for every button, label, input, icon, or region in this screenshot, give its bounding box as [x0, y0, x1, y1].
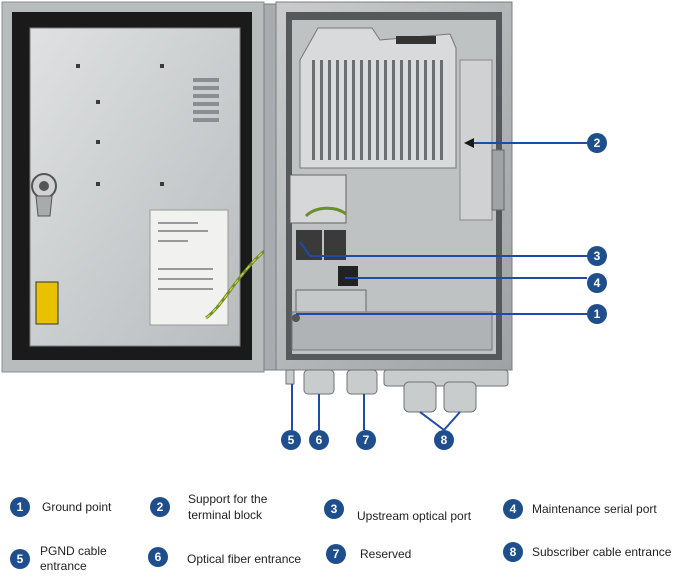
- callout-1: 1: [587, 304, 607, 324]
- legend-number: 1: [10, 497, 30, 517]
- callout-2: 2: [587, 133, 607, 153]
- legend-number: 5: [10, 549, 30, 569]
- legend-item-8: 8 Subscriber cable entrance: [503, 542, 671, 562]
- legend-item-2: 2 Support for the terminal block: [150, 491, 293, 523]
- legend-item-6: 6 Optical fiber entrance: [148, 547, 301, 567]
- callout-6: 6: [309, 430, 329, 450]
- legend-item-5: 5 PGND cable entrance: [10, 544, 122, 574]
- legend-item-1: 1 Ground point: [10, 497, 111, 517]
- legend-label: Upstream optical port: [357, 509, 472, 523]
- legend-item-4: 4 Maintenance serial port: [503, 499, 657, 519]
- callout-6-text: 6: [316, 433, 323, 447]
- legend-label: Subscriber cable entrance: [532, 545, 672, 559]
- legend-label: PGND cable entrance: [40, 544, 107, 573]
- legend-label: Maintenance serial port: [532, 502, 657, 516]
- legend-label: Support for the terminal block: [188, 492, 268, 522]
- callout-3: 3: [587, 246, 607, 266]
- callout-8: 8: [434, 430, 454, 450]
- callout-2-text: 2: [594, 136, 601, 150]
- callout-5: 5: [281, 430, 301, 450]
- callout-7: 7: [356, 430, 376, 450]
- legend-item-3: 3 Upstream optical port: [324, 495, 471, 523]
- legend-number: 7: [326, 544, 346, 564]
- legend-label: Optical fiber entrance: [187, 552, 302, 566]
- callout-7-text: 7: [363, 433, 370, 447]
- callout-4: 4: [587, 273, 607, 293]
- legend-item-7: 7 Reserved: [326, 544, 411, 564]
- cable-glands: [285, 369, 509, 413]
- legend-number: 4: [503, 499, 523, 519]
- callout-lines: [291, 142, 587, 431]
- legend-number: 3: [324, 499, 344, 519]
- legend-label: Ground point: [42, 500, 112, 514]
- callout-5-text: 5: [288, 433, 295, 447]
- cabinet-body: [275, 1, 513, 371]
- cabinet-door: [1, 1, 346, 373]
- callout-8-text: 8: [441, 433, 448, 447]
- legend-label: Reserved: [360, 547, 412, 561]
- legend-number: 8: [503, 542, 523, 562]
- callout-4-text: 4: [594, 276, 601, 290]
- callout-markers: 1 2 3 4 5 6 7 8: [281, 133, 607, 450]
- legend-number: 2: [150, 497, 170, 517]
- callout-1-text: 1: [594, 307, 601, 321]
- legend-number: 6: [148, 547, 168, 567]
- callout-3-text: 3: [594, 249, 601, 263]
